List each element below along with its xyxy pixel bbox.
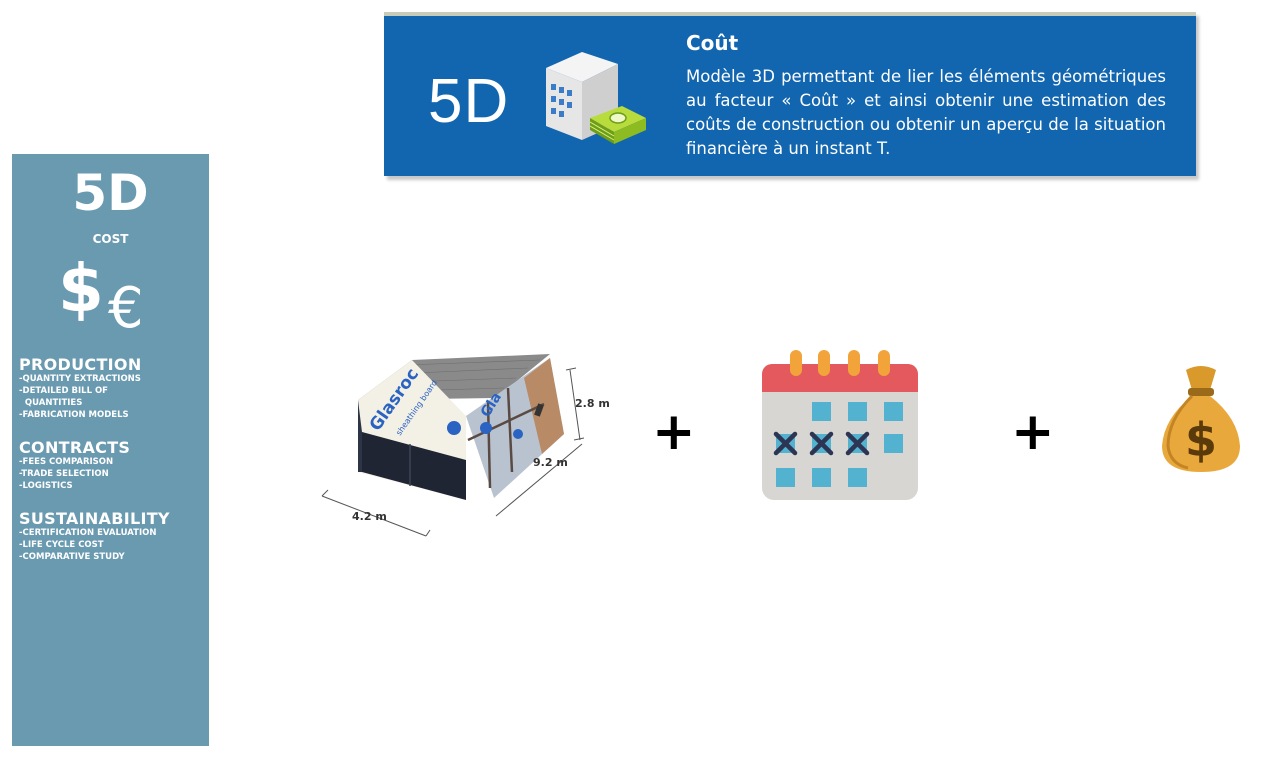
building-money-icon bbox=[542, 46, 652, 151]
calendar-icon bbox=[762, 350, 920, 507]
section-heading: CONTRACTS bbox=[19, 438, 131, 457]
definition-banner: 5D Coût Modèle 3D permettant de lier les… bbox=[384, 12, 1196, 176]
section-heading: PRODUCTION bbox=[19, 355, 142, 374]
section-item: -QUANTITY EXTRACTIONS bbox=[19, 374, 141, 384]
dollar-icon: $ bbox=[58, 250, 104, 327]
section-item: -FABRICATION MODELS bbox=[19, 410, 129, 420]
section-item: -CERTIFICATION EVALUATION bbox=[19, 528, 157, 538]
height-dimension: 2.8 m bbox=[575, 397, 610, 410]
sidebar-5d-label: 5D bbox=[72, 164, 149, 222]
plus-operator: + bbox=[1011, 402, 1055, 462]
section-contracts: CONTRACTS -FEES COMPARISON -TRADE SELECT… bbox=[19, 439, 205, 492]
banner-title: Coût bbox=[686, 31, 739, 55]
section-item: -LOGISTICS bbox=[19, 481, 73, 491]
section-production: PRODUCTION -QUANTITY EXTRACTIONS -DETAIL… bbox=[19, 356, 205, 421]
section-item: -COMPARATIVE STUDY bbox=[19, 552, 125, 562]
banner-description: Modèle 3D permettant de lier les élément… bbox=[686, 67, 1166, 158]
section-heading: SUSTAINABILITY bbox=[19, 509, 170, 528]
section-item: -TRADE SELECTION bbox=[19, 469, 109, 479]
sidebar-cost-label: COST bbox=[92, 232, 129, 246]
plus-operator: + bbox=[652, 402, 696, 462]
svg-text:$: $ bbox=[1185, 413, 1217, 467]
length-dimension: 9.2 m bbox=[533, 456, 568, 469]
cost-sidebar: 5D COST $ € PRODUCTION -QUANTITY EXTRACT… bbox=[12, 154, 209, 746]
money-bag-icon: $ bbox=[1158, 364, 1244, 481]
section-sustainability: SUSTAINABILITY -CERTIFICATION EVALUATION… bbox=[19, 510, 205, 563]
section-item: -DETAILED BILL OF bbox=[19, 386, 108, 396]
building-model: Gla Glasroc sheathing board 2.8 m 9.2 m … bbox=[318, 348, 618, 553]
width-dimension: 4.2 m bbox=[352, 510, 387, 523]
section-item: -LIFE CYCLE COST bbox=[19, 540, 104, 550]
banner-5d-label: 5D bbox=[428, 67, 510, 136]
euro-icon: € bbox=[108, 276, 144, 341]
section-item: -FEES COMPARISON bbox=[19, 457, 114, 467]
section-item: QUANTITIES bbox=[19, 398, 83, 408]
